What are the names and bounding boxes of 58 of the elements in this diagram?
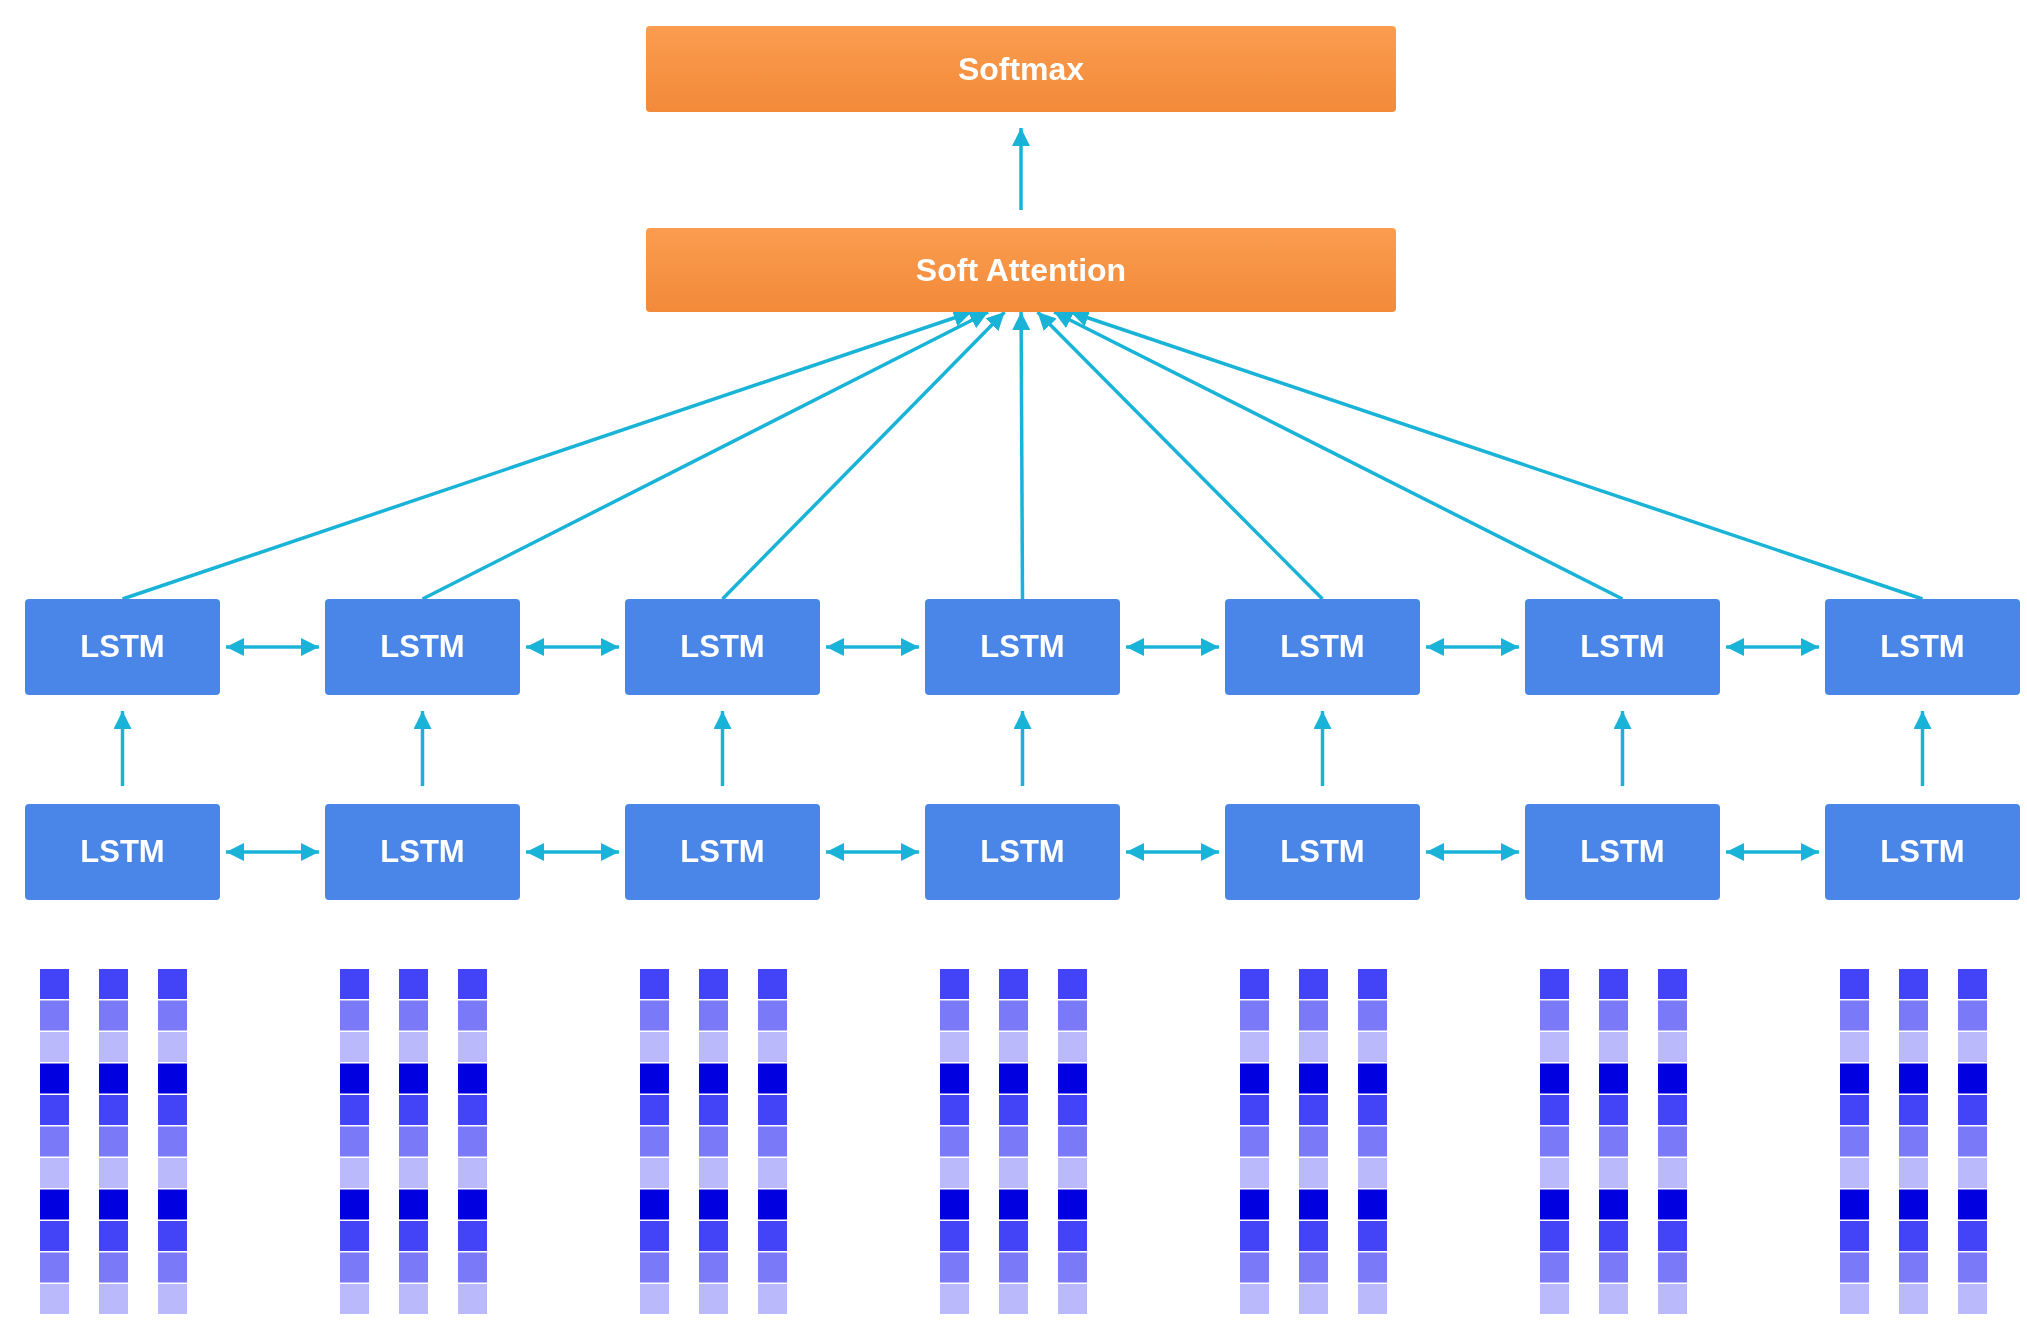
arrow bbox=[413, 711, 432, 786]
node-label: LSTM bbox=[1280, 834, 1365, 870]
lstm-box bbox=[25, 599, 220, 695]
arrow bbox=[721, 310, 1006, 601]
arrow bbox=[526, 843, 619, 861]
lstm-box bbox=[325, 599, 520, 695]
arrow bbox=[421, 310, 989, 601]
arrow bbox=[226, 843, 319, 861]
node-label: LSTM bbox=[380, 834, 465, 870]
arrow bbox=[1070, 309, 1924, 601]
arrow bbox=[1036, 310, 1324, 601]
lstm-box bbox=[1525, 804, 1720, 900]
layer-box bbox=[646, 26, 1396, 112]
arrow bbox=[826, 638, 919, 656]
arrow bbox=[1613, 711, 1632, 786]
node-label: LSTM bbox=[80, 834, 165, 870]
node-label: LSTM bbox=[680, 629, 765, 665]
node-label: LSTM bbox=[680, 834, 765, 870]
node-label: Softmax bbox=[957, 50, 1085, 88]
arrow bbox=[1726, 843, 1819, 861]
arrow bbox=[1426, 843, 1519, 861]
arrow bbox=[1126, 638, 1219, 656]
node-label: Soft Attention bbox=[915, 251, 1127, 289]
arrow bbox=[1726, 638, 1819, 656]
lstm-box bbox=[325, 804, 520, 900]
lstm-box bbox=[625, 599, 820, 695]
arrow bbox=[1913, 711, 1932, 786]
node-label: LSTM bbox=[80, 629, 165, 665]
arrow bbox=[713, 711, 732, 786]
arrow bbox=[526, 638, 619, 656]
lstm-box bbox=[625, 804, 820, 900]
arrow bbox=[1013, 711, 1032, 786]
layer-box bbox=[646, 228, 1396, 312]
lstm-box bbox=[1825, 599, 2020, 695]
arrow bbox=[1426, 638, 1519, 656]
lstm-box bbox=[1525, 599, 1720, 695]
arrow bbox=[226, 638, 319, 656]
lstm-box bbox=[925, 804, 1120, 900]
node-label: LSTM bbox=[380, 629, 465, 665]
arrow bbox=[826, 843, 919, 861]
arrow bbox=[1012, 312, 1031, 599]
lstm-box bbox=[25, 804, 220, 900]
node-label: LSTM bbox=[1580, 629, 1665, 665]
arrow bbox=[1313, 711, 1332, 786]
lstm-box bbox=[1225, 804, 1420, 900]
node-label: LSTM bbox=[1880, 629, 1965, 665]
lstm-box bbox=[1825, 804, 2020, 900]
node-label: LSTM bbox=[1880, 834, 1965, 870]
arrow bbox=[1053, 310, 1624, 601]
arrow bbox=[113, 711, 132, 786]
node-label: LSTM bbox=[1280, 629, 1365, 665]
node-label: LSTM bbox=[980, 834, 1065, 870]
arrow bbox=[1012, 128, 1030, 210]
lstm-box bbox=[1225, 599, 1420, 695]
arrow bbox=[1126, 843, 1219, 861]
lstm-box bbox=[925, 599, 1120, 695]
node-label: LSTM bbox=[980, 629, 1065, 665]
node-label: LSTM bbox=[1580, 834, 1665, 870]
